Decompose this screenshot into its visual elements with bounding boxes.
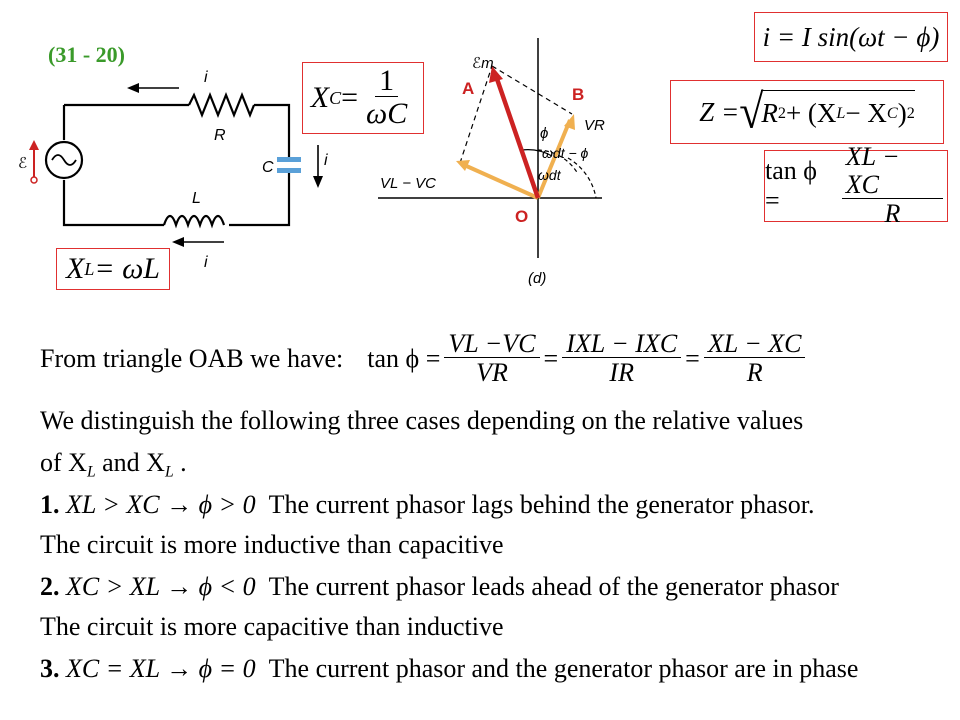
vr-label: VR (584, 117, 605, 134)
phasor-diagram: A B O ℰm VR VL − VC ϕ ωdt ωdt − ϕ (d) (378, 38, 605, 287)
current-label-capacitor: i (324, 152, 328, 169)
case-2-note: The circuit is more capacitive than indu… (40, 612, 504, 641)
phi-label: ϕ (540, 125, 548, 142)
origin-label: O (515, 207, 528, 226)
cases-intro-cont: of XL and XL . (40, 448, 187, 481)
case-2: 2. XC > XL → ϕ < 0 The current phasor le… (40, 572, 839, 601)
resistor-label: R (214, 127, 226, 144)
omega-t-label: ωdt (538, 167, 562, 183)
cases-intro: We distinguish the following three cases… (40, 406, 804, 435)
capacitor-current-arrow: i (313, 145, 328, 188)
slide-number: (31 - 20) (48, 42, 125, 67)
emf-label: ℰ (18, 155, 27, 172)
diagram-caption: (d) (528, 270, 546, 287)
case-1: 1. XL > XC → ϕ > 0 The current phasor la… (40, 490, 815, 519)
triangle-equation-line: From triangle OAB we have: tan ϕ = VL −V… (40, 330, 809, 388)
capacitor-label: C (262, 159, 274, 176)
current-formula: i = I sin(ωt − ϕ) (754, 12, 948, 62)
em-label: ℰm (472, 55, 494, 72)
rlc-circuit-diagram: ℰ i R C i L i (18, 69, 301, 271)
current-label-bottom: i (204, 254, 208, 271)
triangle-intro: From triangle OAB we have: (40, 344, 344, 374)
case-3: 3. XC = XL → ϕ = 0 The current phasor an… (40, 654, 859, 683)
case-1-note: The circuit is more inductive than capac… (40, 530, 504, 559)
inductor-label: L (192, 190, 201, 207)
vertex-a-label: A (462, 79, 474, 98)
omega-t-phi-label: ωdt − ϕ (542, 145, 589, 161)
vertex-b-label: B (572, 85, 584, 104)
vl-vc-label: VL − VC (380, 175, 436, 192)
current-label-top: i (204, 69, 208, 86)
